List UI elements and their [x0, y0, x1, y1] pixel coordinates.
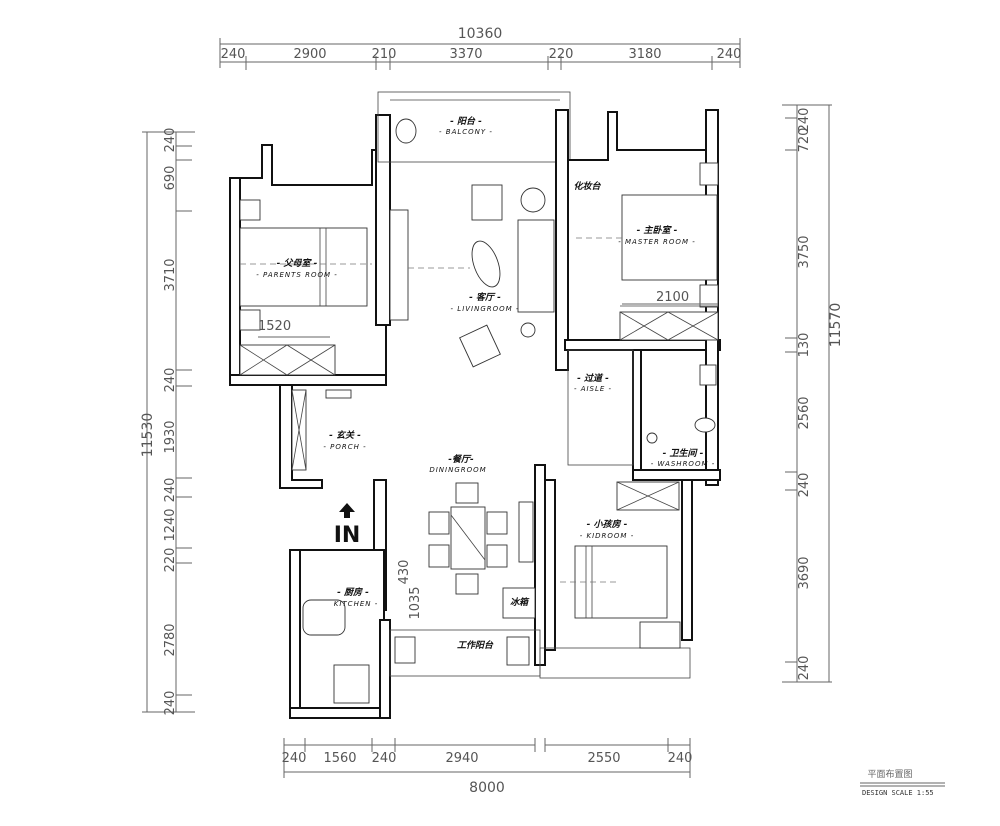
- dim-parents-wardrobe: 1520: [258, 319, 291, 334]
- dim-top: 2900: [293, 47, 326, 62]
- dim-top: 210: [372, 47, 397, 62]
- balcony-label-en: - BALCONY -: [439, 128, 493, 136]
- porch-label-cn: - 玄关 -: [329, 430, 361, 441]
- dim-right: 240: [797, 473, 812, 498]
- work-balcony-label: 工作阳台: [457, 640, 494, 651]
- dim-right: 3690: [797, 556, 812, 589]
- dim-left: 1240: [163, 508, 178, 541]
- aisle-label-cn: - 过道 -: [577, 373, 609, 384]
- stove-icon: [302, 599, 346, 636]
- title-block: 平面布置图 DESIGN SCALE 1:55: [860, 768, 945, 797]
- tv-cabinet-icon: [389, 209, 409, 321]
- dim-top: 3370: [449, 47, 482, 62]
- dim-master-wardrobe: 2100: [656, 290, 689, 305]
- armchair-icon: [471, 184, 503, 221]
- furniture: IN: [239, 118, 719, 704]
- sink-icon: [699, 364, 717, 386]
- dim-left: 690: [163, 166, 178, 191]
- washroom-label-en: - WASHROOM -: [651, 460, 716, 468]
- living-room-label-en: - LIVINGROOM -: [451, 305, 520, 313]
- sofa-icon: [517, 219, 555, 313]
- inner-dimensions: 1520 2100 430 1035: [258, 290, 718, 620]
- water-heater-icon: [506, 636, 530, 666]
- dim-right: 240: [797, 108, 812, 133]
- washer-icon: [395, 118, 417, 144]
- porch-label-en: - PORCH -: [323, 443, 366, 451]
- dim-dining-b: 1035: [408, 586, 423, 619]
- dim-bottom-total: 8000: [469, 780, 505, 796]
- entrance-arrow-icon: [339, 503, 355, 518]
- dim-bottom: 240: [668, 751, 693, 766]
- fridge-label: 冰箱: [510, 597, 530, 608]
- dim-bottom: 2940: [445, 751, 478, 766]
- bed-icon: [574, 545, 668, 619]
- dim-top: 240: [221, 47, 246, 62]
- kid-room-label-cn: - 小孩房 -: [587, 519, 628, 530]
- dim-right: 2560: [797, 396, 812, 429]
- dim-left: 220: [163, 548, 178, 573]
- dim-top: 220: [549, 47, 574, 62]
- kitchen-label-en: KITCHEN -: [334, 600, 379, 608]
- kitchen-label-cn: - 厨房 -: [337, 587, 369, 598]
- dim-top: 3180: [628, 47, 661, 62]
- dim-left-total: 11530: [140, 413, 156, 458]
- entrance-label: IN: [334, 523, 361, 548]
- master-room-label-cn: - 主卧室 -: [637, 225, 678, 236]
- bed-icon: [621, 194, 718, 281]
- dim-right: 130: [797, 333, 812, 358]
- aisle-label-en: - AISLE -: [574, 385, 612, 393]
- dim-dining-a: 430: [397, 560, 412, 585]
- living-room-label-cn: - 客厅 -: [469, 292, 501, 303]
- dresser-label: 化妆台: [573, 181, 601, 192]
- dim-bottom: 240: [282, 751, 307, 766]
- dim-bottom: 2550: [587, 751, 620, 766]
- top-dimensions: 10360 240 2900 210 3370 220 3180 240: [219, 26, 742, 70]
- dining-room-label-en: DININGROOM: [429, 466, 486, 474]
- dim-left: 1930: [163, 420, 178, 453]
- washroom-label-cn: - 卫生间 -: [663, 448, 704, 459]
- balcony-label-cn: - 阳台 -: [450, 116, 482, 127]
- right-dimensions: 11570 240 720 3750 130 2560 240 3690 240: [782, 104, 844, 683]
- dim-right: 3750: [797, 235, 812, 268]
- kid-room-label-en: - KIDROOM -: [580, 532, 634, 540]
- dining-room-label-cn: -餐厅-: [448, 454, 474, 465]
- fridge-icon: [502, 587, 536, 619]
- dim-left: 3710: [163, 258, 178, 291]
- toilet-icon: [694, 417, 716, 433]
- dim-left: 240: [163, 128, 178, 153]
- coffee-table-icon: [471, 240, 501, 288]
- drawing-scale: DESIGN SCALE 1:55: [862, 789, 934, 797]
- dim-top: 240: [717, 47, 742, 62]
- room-labels: - 阳台 - - BALCONY - - 父母室 - - PARENTS ROO…: [256, 116, 716, 651]
- dim-left: 240: [163, 478, 178, 503]
- bed-icon: [239, 227, 368, 307]
- dim-left: 2780: [163, 623, 178, 656]
- kitchen-sink-icon: [333, 664, 370, 704]
- dim-top-total: 10360: [458, 26, 503, 42]
- dim-left: 240: [163, 691, 178, 716]
- left-dimensions: 11530 240 690 3710 240 1930 240 1240 220…: [140, 128, 195, 716]
- dim-right: 240: [797, 656, 812, 681]
- parents-room-label-cn: - 父母室 -: [277, 258, 318, 269]
- dim-right: 720: [797, 128, 812, 153]
- drawing-title: 平面布置图: [867, 768, 912, 780]
- dim-left: 240: [163, 368, 178, 393]
- dim-bottom: 1560: [323, 751, 356, 766]
- master-room-label-en: - MASTER ROOM -: [618, 238, 695, 246]
- dim-right-total: 11570: [828, 303, 844, 348]
- parents-room-label-en: - PARENTS ROOM -: [256, 271, 338, 279]
- dim-bottom: 240: [372, 751, 397, 766]
- bottom-dimensions: 240 1560 240 2940 2550 240 8000: [282, 738, 693, 796]
